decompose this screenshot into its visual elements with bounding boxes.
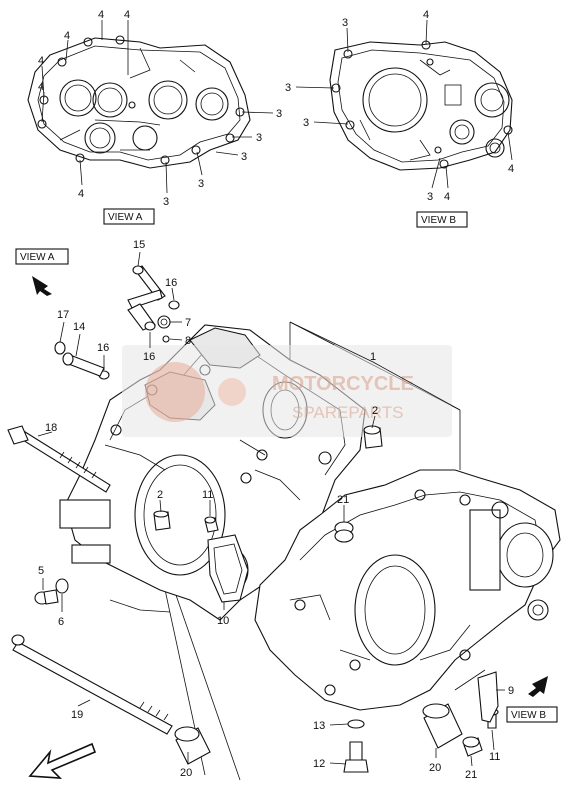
view-b-marker-label: VIEW B (511, 710, 546, 721)
watermark: MOTORCYCLE SPAREPARTS (122, 345, 452, 437)
part-label-7: 7 (185, 317, 191, 329)
view-a-callouts: 4 4 4 4 4 3 3 3 4 3 3 (38, 9, 282, 208)
part-label-16b: 16 (143, 351, 155, 363)
gasket-10 (207, 534, 249, 603)
part-label-9: 9 (508, 685, 514, 697)
callout-view-a-5: 4 (38, 81, 44, 93)
grommet-21a (334, 521, 354, 543)
callout-view-a-2: 4 (124, 9, 130, 21)
drain-bolt-12 (343, 741, 369, 773)
callout-view-b-7: 3 (427, 191, 433, 203)
callout-view-a-8: 3 (241, 151, 247, 163)
right-crankcase-half (254, 469, 561, 711)
view-b-marker-box (506, 706, 558, 723)
callout-view-b-3: 3 (285, 82, 291, 94)
part-label-5: 5 (38, 565, 44, 577)
o-ring-16a (168, 300, 180, 310)
part-label-18: 18 (45, 422, 57, 434)
part-label-6: 6 (58, 616, 64, 628)
arrow-view-b-icon (528, 676, 548, 697)
dowel-pin-2b (153, 510, 171, 531)
part-label-16a: 16 (165, 277, 177, 289)
washer-8 (162, 335, 170, 343)
watermark-line2: SPAREPARTS (292, 403, 403, 422)
view-a-marker-label: VIEW A (20, 252, 55, 263)
callout-view-a-9: 4 (78, 188, 84, 200)
view-b-box (416, 211, 468, 228)
callout-view-a-6: 3 (276, 108, 282, 120)
part-label-1: 1 (370, 351, 376, 363)
part-label-15: 15 (133, 239, 145, 251)
callout-view-b-1: 3 (342, 17, 348, 29)
part-leader-lines (37, 251, 505, 767)
part-label-13: 13 (313, 720, 325, 732)
part-label-14: 14 (73, 321, 85, 333)
spacer-20b (422, 703, 463, 749)
callout-view-b-4: 3 (303, 117, 309, 129)
front-direction-arrow-icon (28, 742, 97, 779)
part-label-8: 8 (185, 335, 191, 347)
view-a-label: VIEW A (108, 212, 143, 223)
dowel-pin-2a (363, 425, 383, 449)
view-a-marker-box (15, 248, 69, 265)
washer-6 (55, 578, 69, 594)
bracket-9 (477, 671, 499, 723)
part-label-16c: 16 (97, 342, 109, 354)
part-label-17: 17 (57, 309, 69, 321)
part-label-20b: 20 (429, 762, 441, 774)
view-b-callouts: 3 4 3 3 4 4 3 4 (285, 9, 514, 203)
watermark-line1: MOTORCYCLE (272, 373, 414, 395)
o-ring-17 (54, 341, 66, 355)
part-label-19: 19 (71, 709, 83, 721)
callout-view-a-1: 4 (98, 9, 104, 21)
part-number-labels: 1 15 16 7 8 16 16 17 14 18 2 2 11 21 5 6… (38, 239, 514, 781)
grommet-21b (462, 736, 483, 757)
callout-view-a-11: 3 (198, 178, 204, 190)
o-ring-16b (144, 321, 156, 331)
fitting-7 (157, 315, 171, 329)
bolt-11a (204, 516, 219, 533)
part-label-11a: 11 (202, 489, 213, 501)
part-label-21b: 21 (465, 769, 477, 781)
view-a-crankcase-outline (27, 35, 251, 169)
part-label-11b: 11 (489, 751, 500, 763)
washer-13 (347, 719, 365, 729)
screw-5 (34, 589, 59, 605)
callout-view-a-7: 3 (256, 132, 262, 144)
callout-view-a-10: 3 (163, 196, 169, 208)
part-label-12: 12 (313, 758, 325, 770)
bolt-18 (7, 425, 111, 493)
pin-14 (62, 352, 105, 377)
view-a-box (103, 208, 155, 225)
part-label-2a: 2 (372, 405, 378, 417)
callout-view-b-6: 4 (444, 191, 450, 203)
stud-bolt-19 (11, 634, 173, 735)
part-label-2b: 2 (157, 489, 163, 501)
callout-view-a-3: 4 (64, 30, 70, 42)
part-label-21a: 21 (337, 494, 349, 506)
part-label-10: 10 (217, 615, 229, 627)
view-b-crankcase-outline (329, 40, 513, 171)
part-label-20a: 20 (180, 767, 192, 779)
arrow-view-a-icon (32, 276, 52, 296)
callout-view-b-5: 4 (508, 163, 514, 175)
callout-view-a-4: 4 (38, 55, 44, 67)
spacer-20a (174, 726, 211, 765)
view-b-label: VIEW B (421, 215, 456, 226)
callout-view-b-2: 4 (423, 9, 429, 21)
